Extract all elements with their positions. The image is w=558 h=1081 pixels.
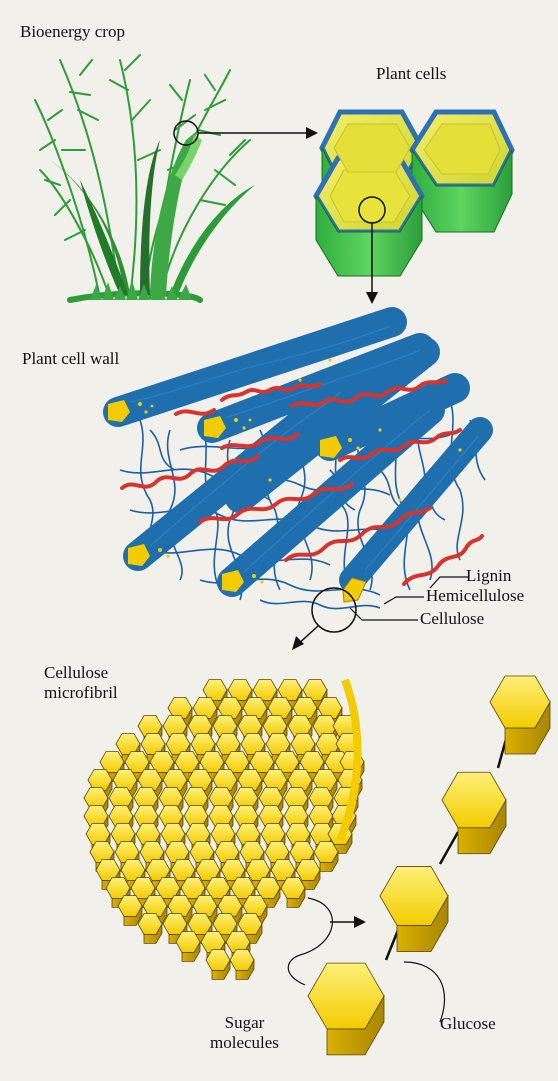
cellulose-chain-hexagon <box>281 878 305 908</box>
cell-wall-illustration <box>108 322 485 609</box>
arrowhead <box>354 916 366 928</box>
hemicellulose-label: Hemicellulose <box>426 586 524 606</box>
arrowhead <box>306 127 318 139</box>
microfibril-bundle <box>84 680 364 980</box>
arrowhead <box>292 636 304 650</box>
cellulose-microfibril-label-line2: microfibril <box>44 683 118 703</box>
plant-cells-label: Plant cells <box>376 64 446 84</box>
cellulose-chain-hexagon <box>176 932 200 962</box>
glucose-unit <box>490 676 550 754</box>
arrowhead <box>366 292 378 304</box>
lignin-label: Lignin <box>466 566 511 586</box>
glucose-label: Glucose <box>440 1014 496 1034</box>
sugar-molecules-label: Sugar molecules <box>210 1013 279 1053</box>
plant-cells-illustration <box>316 112 512 276</box>
cellulose-chain-hexagon <box>138 914 162 944</box>
cellulose-chain-hexagon <box>230 950 254 980</box>
cellulose-chain-hexagon <box>118 896 142 926</box>
grass-illustration <box>35 55 255 300</box>
glucose-unit <box>380 867 448 952</box>
sugar-molecules-label-line1: Sugar <box>210 1013 279 1033</box>
plant-cell-wall-label: Plant cell wall <box>22 349 119 369</box>
cellulose-microfibril-label: Cellulose microfibril <box>44 663 118 703</box>
cellulose-chain-hexagon <box>206 950 230 980</box>
cellulose-microfibril-label-line1: Cellulose <box>44 663 118 683</box>
glucose-unit <box>308 963 384 1055</box>
cellulose-label: Cellulose <box>420 609 484 629</box>
glucose-leader <box>404 962 445 1022</box>
sugar-molecules-label-line2: molecules <box>210 1033 279 1053</box>
bioenergy-crop-label: Bioenergy crop <box>20 22 125 42</box>
cellulose-zoom-circle <box>312 588 356 632</box>
